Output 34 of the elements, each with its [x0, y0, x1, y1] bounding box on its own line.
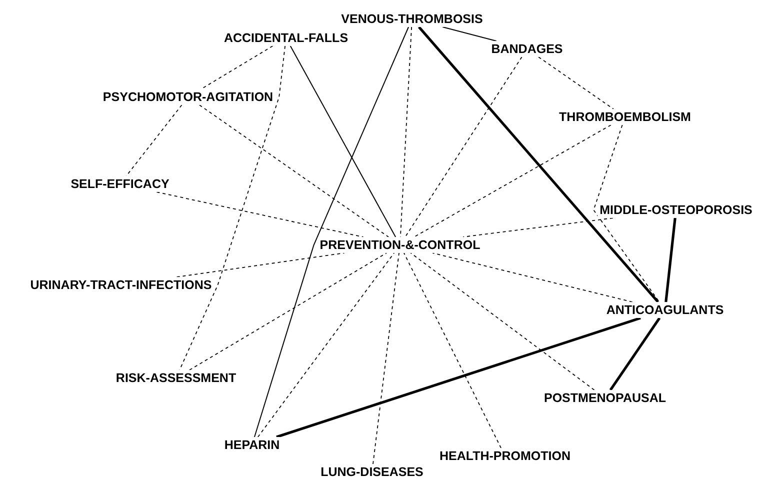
connector-line — [404, 252, 502, 448]
connector-line — [199, 104, 389, 238]
connector-line — [400, 26, 412, 238]
connector-line — [414, 124, 612, 238]
connector-line — [664, 218, 676, 302]
connector-line — [593, 124, 660, 302]
connector-line — [156, 192, 364, 238]
connector-line — [609, 317, 661, 391]
connector-line — [418, 26, 660, 303]
node-label: ACCIDENTAL-FALLS — [222, 30, 350, 46]
connector-line — [257, 252, 395, 438]
node-label: MIDDLE-OSTEOPOROSIS — [598, 202, 754, 218]
node-label: SELF-EFFICACY — [68, 176, 172, 192]
node-label: VENOUS-THROMBOSIS — [339, 11, 485, 27]
node-label: BANDAGES — [489, 41, 565, 57]
connector-line — [276, 316, 641, 438]
node-label: THROMBOEMBOLISM — [557, 109, 693, 125]
connector-line — [404, 56, 522, 238]
node-label: PREVENTION-&-CONTROL — [318, 237, 482, 253]
connector-line — [189, 252, 387, 370]
connector-line — [372, 252, 400, 464]
connector-line — [179, 46, 286, 370]
connector-line — [176, 252, 345, 278]
connector-line — [254, 26, 410, 438]
connector-line — [290, 46, 396, 238]
node-label: ANTICOAGULANTS — [604, 302, 726, 318]
connector-line — [538, 56, 614, 110]
connector-line — [432, 252, 633, 302]
connector-line — [200, 46, 274, 90]
connector-line — [442, 26, 497, 42]
connector-line — [410, 252, 595, 390]
node-label: PSYCHOMOTOR-AGITATION — [100, 89, 276, 105]
connector-line — [462, 218, 614, 238]
connector-line — [126, 104, 182, 176]
